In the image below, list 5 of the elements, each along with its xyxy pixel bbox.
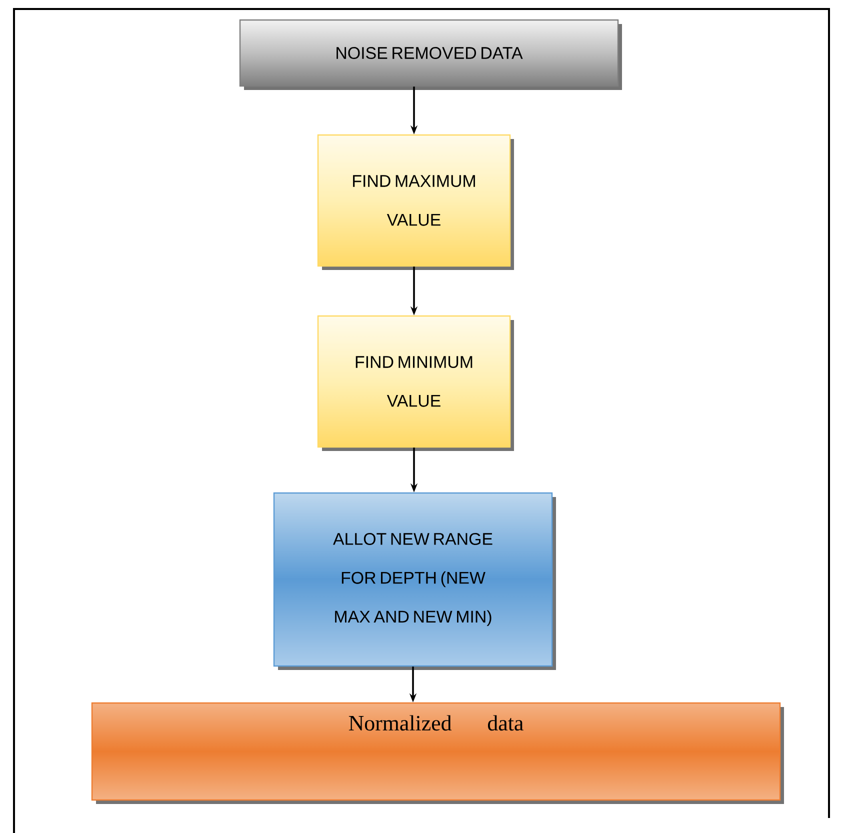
process-box: NOISE REMOVED DATA	[239, 19, 622, 90]
process-box: ALLOT NEW RANGE FOR DEPTH (NEW MAX AND NEW MIN)	[273, 492, 556, 670]
process-box: FIND MINIMUM VALUE	[317, 315, 514, 451]
process-box: Normalized data	[91, 702, 784, 804]
process-box: FIND MAXIMUM VALUE	[317, 134, 514, 270]
